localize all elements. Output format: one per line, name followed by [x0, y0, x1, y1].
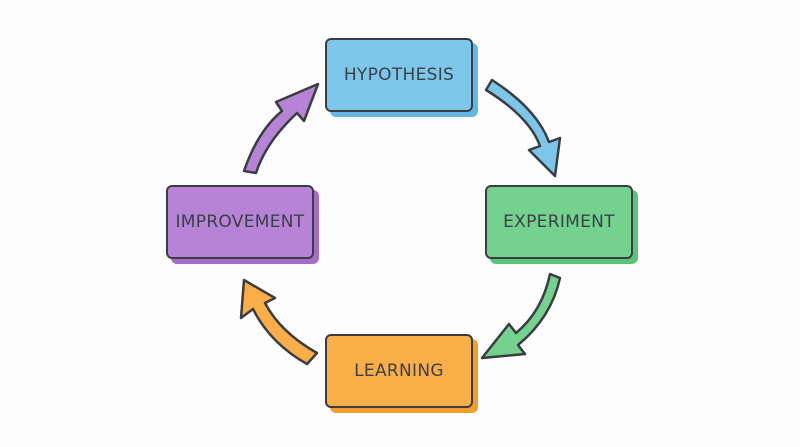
arrow-experiment-to-learning — [480, 272, 562, 360]
node-experiment: EXPERIMENT — [485, 185, 638, 264]
node-label-experiment: EXPERIMENT — [503, 212, 615, 232]
node-label-learning: LEARNING — [354, 361, 444, 381]
arrow-improvement-to-hypothesis — [242, 82, 320, 175]
node-label-hypothesis: HYPOTHESIS — [343, 65, 455, 85]
arrow-learning-to-improvement — [239, 278, 319, 366]
node-box: LEARNING — [325, 334, 473, 408]
node-hypothesis: HYPOTHESIS — [325, 38, 478, 117]
node-box: EXPERIMENT — [485, 185, 633, 259]
arrow-hypothesis-to-experiment — [484, 78, 562, 178]
node-label-improvement: IMPROVEMENT — [175, 212, 305, 232]
node-box: IMPROVEMENT — [166, 185, 314, 259]
node-box: HYPOTHESIS — [325, 38, 473, 112]
node-learning: LEARNING — [325, 334, 478, 413]
node-improvement: IMPROVEMENT — [166, 185, 319, 264]
